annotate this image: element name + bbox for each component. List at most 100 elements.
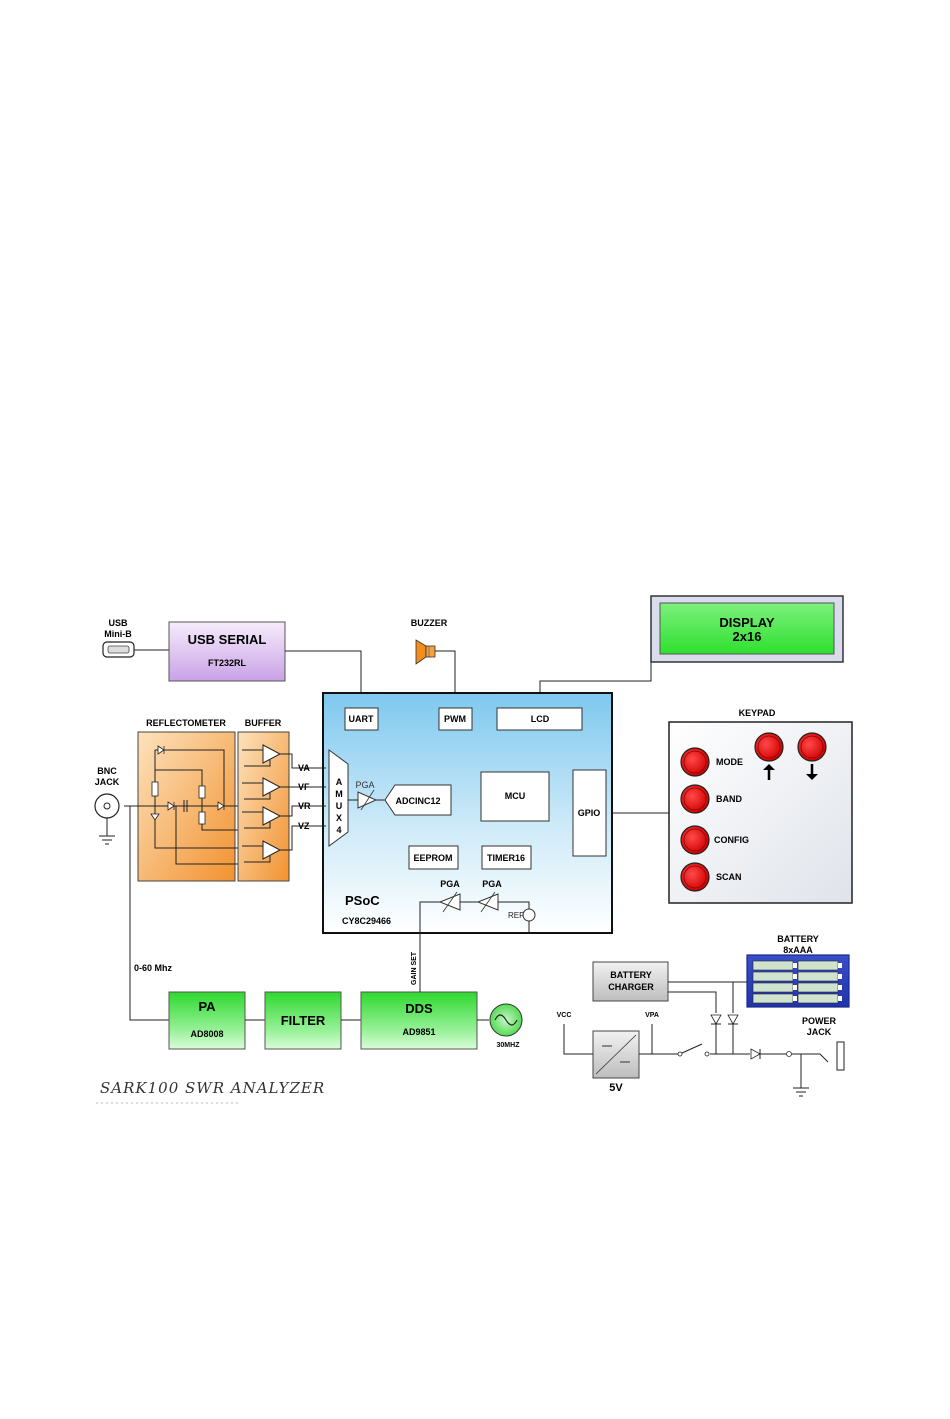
timer16-label: TIMER16 (487, 853, 525, 863)
buffer-opamp-va (242, 744, 326, 769)
amux-pga-label: PGA (355, 780, 374, 790)
mcu-label: MCU (505, 791, 526, 801)
regulator-label: 5V (609, 1082, 623, 1094)
eeprom-block (408, 845, 459, 870)
up-button[interactable] (754, 732, 784, 762)
power-jack-line2: JACK (807, 1027, 832, 1037)
gpio-block (572, 769, 607, 857)
charger-line1: BATTERY (610, 970, 652, 980)
vpa-label: VPA (645, 1012, 659, 1019)
diode-left-icon (710, 1014, 722, 1025)
usb-label-line1: USB (108, 618, 128, 628)
keypad: KEYPAD MODE BAND CONFIG SCAN (668, 708, 853, 904)
vcc-label: VCC (557, 1012, 572, 1019)
amux-letter-m: M (335, 789, 343, 799)
ref-source-icon (522, 908, 536, 922)
adc-block (384, 784, 452, 816)
frequency-range-label: 0-60 Mhz (134, 963, 173, 973)
display-2x16: DISPLAY 2x16 (650, 595, 844, 663)
gpio-label: GPIO (578, 808, 601, 818)
filter-block: FILTER (264, 991, 342, 1050)
usb-label-line2: Mini-B (104, 629, 132, 639)
pga-amplifier-icon (357, 791, 378, 809)
buzzer-label: BUZZER (411, 618, 448, 628)
bnc-label-line1: BNC (97, 766, 117, 776)
arrow-down-icon (806, 764, 818, 780)
arrow-up-icon (763, 764, 775, 780)
signal-va: VA (298, 763, 310, 773)
amux-letter-x: X (336, 813, 342, 823)
buffer-block (237, 731, 326, 882)
diode-right-icon (727, 1014, 739, 1025)
buzzer: BUZZER (411, 618, 448, 665)
signal-vz: VZ (298, 821, 310, 831)
keypad-title: KEYPAD (739, 708, 776, 718)
down-button[interactable] (797, 732, 827, 762)
band-button[interactable] (680, 784, 710, 814)
bnc-label-line2: JACK (95, 777, 120, 787)
reflectometer-block (124, 731, 240, 882)
display-line2: 2x16 (733, 629, 762, 644)
power-switch-icon (677, 1043, 710, 1057)
psoc-block: UART PWM LCD A M U X 4 PGA ADCINC12 MCU … (322, 692, 613, 935)
sine-wave-icon (494, 1014, 518, 1026)
charger-line2: CHARGER (608, 982, 654, 992)
pwm-label: PWM (444, 714, 466, 724)
amux-block (328, 749, 349, 847)
eeprom-label: EEPROM (413, 853, 452, 863)
pa-title: PA (198, 999, 216, 1014)
lcd-label: LCD (531, 714, 550, 724)
filter-title: FILTER (281, 1013, 326, 1028)
uart-label: UART (349, 714, 374, 724)
display-line1: DISPLAY (719, 615, 774, 630)
buffer-label: BUFFER (245, 718, 282, 728)
timer16-block (481, 845, 532, 870)
buffer-opamp-vr (242, 805, 326, 829)
regulator-5v: 5V (592, 1030, 640, 1094)
bnc-jack: BNC JACK (94, 766, 120, 845)
mode-button-label: MODE (716, 757, 743, 767)
mode-button[interactable] (680, 747, 710, 777)
dds-block: DDS AD9851 (360, 991, 478, 1050)
usb-serial-block: USB SERIAL FT232RL (168, 621, 286, 682)
psoc-part: CY8C29466 (342, 916, 391, 926)
usb-serial-part: FT232RL (208, 658, 247, 668)
pa-block: PA AD8008 (168, 991, 246, 1050)
battery-pack: BATTERY 8xAAA (746, 934, 850, 1008)
oscillator-label: 30MHZ (497, 1042, 521, 1049)
usb-mini-b-connector: USB Mini-B (102, 618, 135, 658)
diode-series-icon (750, 1048, 761, 1060)
adc-label: ADCINC12 (395, 796, 440, 806)
oscillator-30mhz: 30MHZ (489, 1003, 523, 1049)
config-button[interactable] (680, 825, 710, 855)
signal-vr: VR (298, 801, 311, 811)
pwm-block (438, 707, 473, 731)
dds-part: AD9851 (402, 1027, 435, 1037)
mcu-block (480, 771, 550, 822)
power-jack: POWER JACK (802, 1016, 845, 1071)
psoc-title: PSoC (345, 893, 380, 908)
dds-title: DDS (405, 1001, 433, 1016)
amux-letter-a: A (336, 777, 343, 787)
scan-button[interactable] (680, 862, 710, 892)
pa-part: AD8008 (190, 1029, 223, 1039)
signal-vf: VF (298, 782, 310, 792)
amux-letter-u: U (336, 801, 343, 811)
battery-charger-block: BATTERY CHARGER (592, 961, 669, 1002)
buffer-opamp-vz (242, 825, 326, 863)
pga2-label: PGA (482, 879, 502, 889)
pga1-label: PGA (440, 879, 460, 889)
battery-line1: BATTERY (777, 934, 819, 944)
scan-button-label: SCAN (716, 872, 742, 882)
usb-serial-title: USB SERIAL (188, 632, 267, 647)
lcd-block (496, 707, 583, 731)
power-jack-line1: POWER (802, 1016, 837, 1026)
config-button-label: CONFIG (714, 835, 749, 845)
gain-set-label: GAIN SET (411, 951, 418, 985)
battery-line2: 8xAAA (783, 945, 813, 955)
diagram-caption: SARK100 SWR ANALYZER (100, 1079, 325, 1097)
band-button-label: BAND (716, 794, 742, 804)
reflectometer-label: REFLECTOMETER (146, 718, 226, 728)
buffer-opamp-vf (242, 777, 326, 800)
